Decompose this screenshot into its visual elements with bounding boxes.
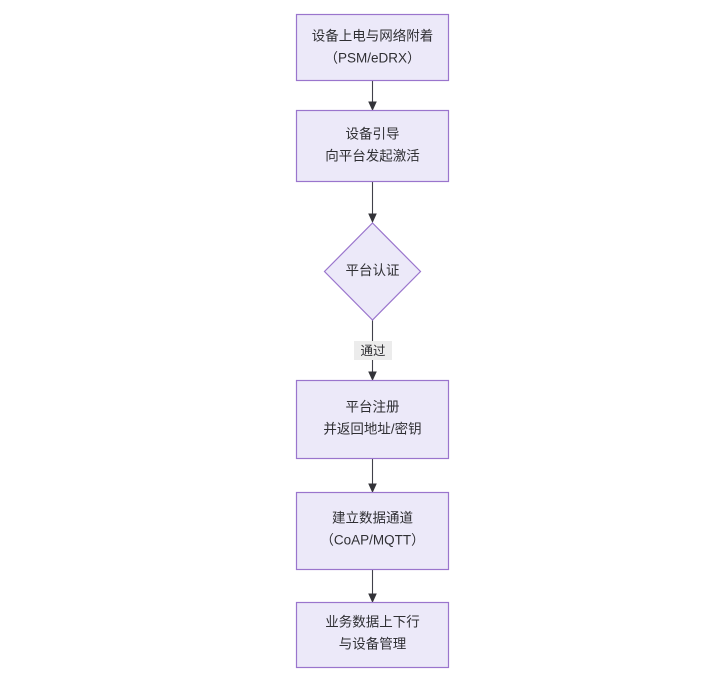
node-auth-label: 平台认证 — [346, 263, 400, 278]
node-power-on-line-2: （PSM/eDRX） — [324, 51, 420, 66]
node-bootstrap-line-1: 设备引导 — [346, 126, 400, 142]
node-register-line-1: 平台注册 — [346, 400, 400, 415]
node-channel-line-1: 建立数据通道 — [332, 511, 413, 526]
node-channel-line-2: （CoAP/MQTT） — [320, 533, 424, 548]
node-channel-shape[interactable] — [295, 491, 450, 571]
node-power-on-line-1: 设备上电与网络附着 — [312, 28, 434, 44]
node-auth[interactable]: 平台认证 — [323, 222, 422, 321]
edge-label-pass: 通过 — [360, 344, 386, 358]
edge-bootstrap-to-auth — [368, 182, 377, 223]
node-business-shape[interactable] — [295, 601, 450, 669]
node-register-shape[interactable] — [295, 379, 450, 460]
node-register-line-2: 并返回地址/密钥 — [323, 421, 421, 437]
node-auth-shape[interactable] — [323, 222, 422, 321]
node-bootstrap[interactable]: 设备引导 向平台发起激活 — [295, 109, 450, 183]
node-power-on[interactable]: 设备上电与网络附着 （PSM/eDRX） — [295, 13, 450, 82]
node-power-on-shape[interactable] — [295, 13, 450, 82]
node-business-line-1: 业务数据上下行 — [325, 615, 420, 630]
edge-label-background — [354, 341, 392, 360]
edge-channel-to-business — [368, 570, 377, 603]
node-channel[interactable]: 建立数据通道 （CoAP/MQTT） — [295, 491, 450, 571]
node-bootstrap-shape[interactable] — [295, 109, 450, 183]
node-register[interactable]: 平台注册 并返回地址/密钥 — [295, 379, 450, 460]
node-business-line-2: 与设备管理 — [339, 636, 407, 652]
edge-register-to-channel — [368, 459, 377, 493]
edge-power-on-to-bootstrap — [368, 81, 377, 111]
node-business[interactable]: 业务数据上下行 与设备管理 — [295, 601, 450, 669]
node-bootstrap-line-2: 向平台发起激活 — [325, 149, 420, 164]
edge-auth-to-register: 通过 — [354, 320, 392, 381]
